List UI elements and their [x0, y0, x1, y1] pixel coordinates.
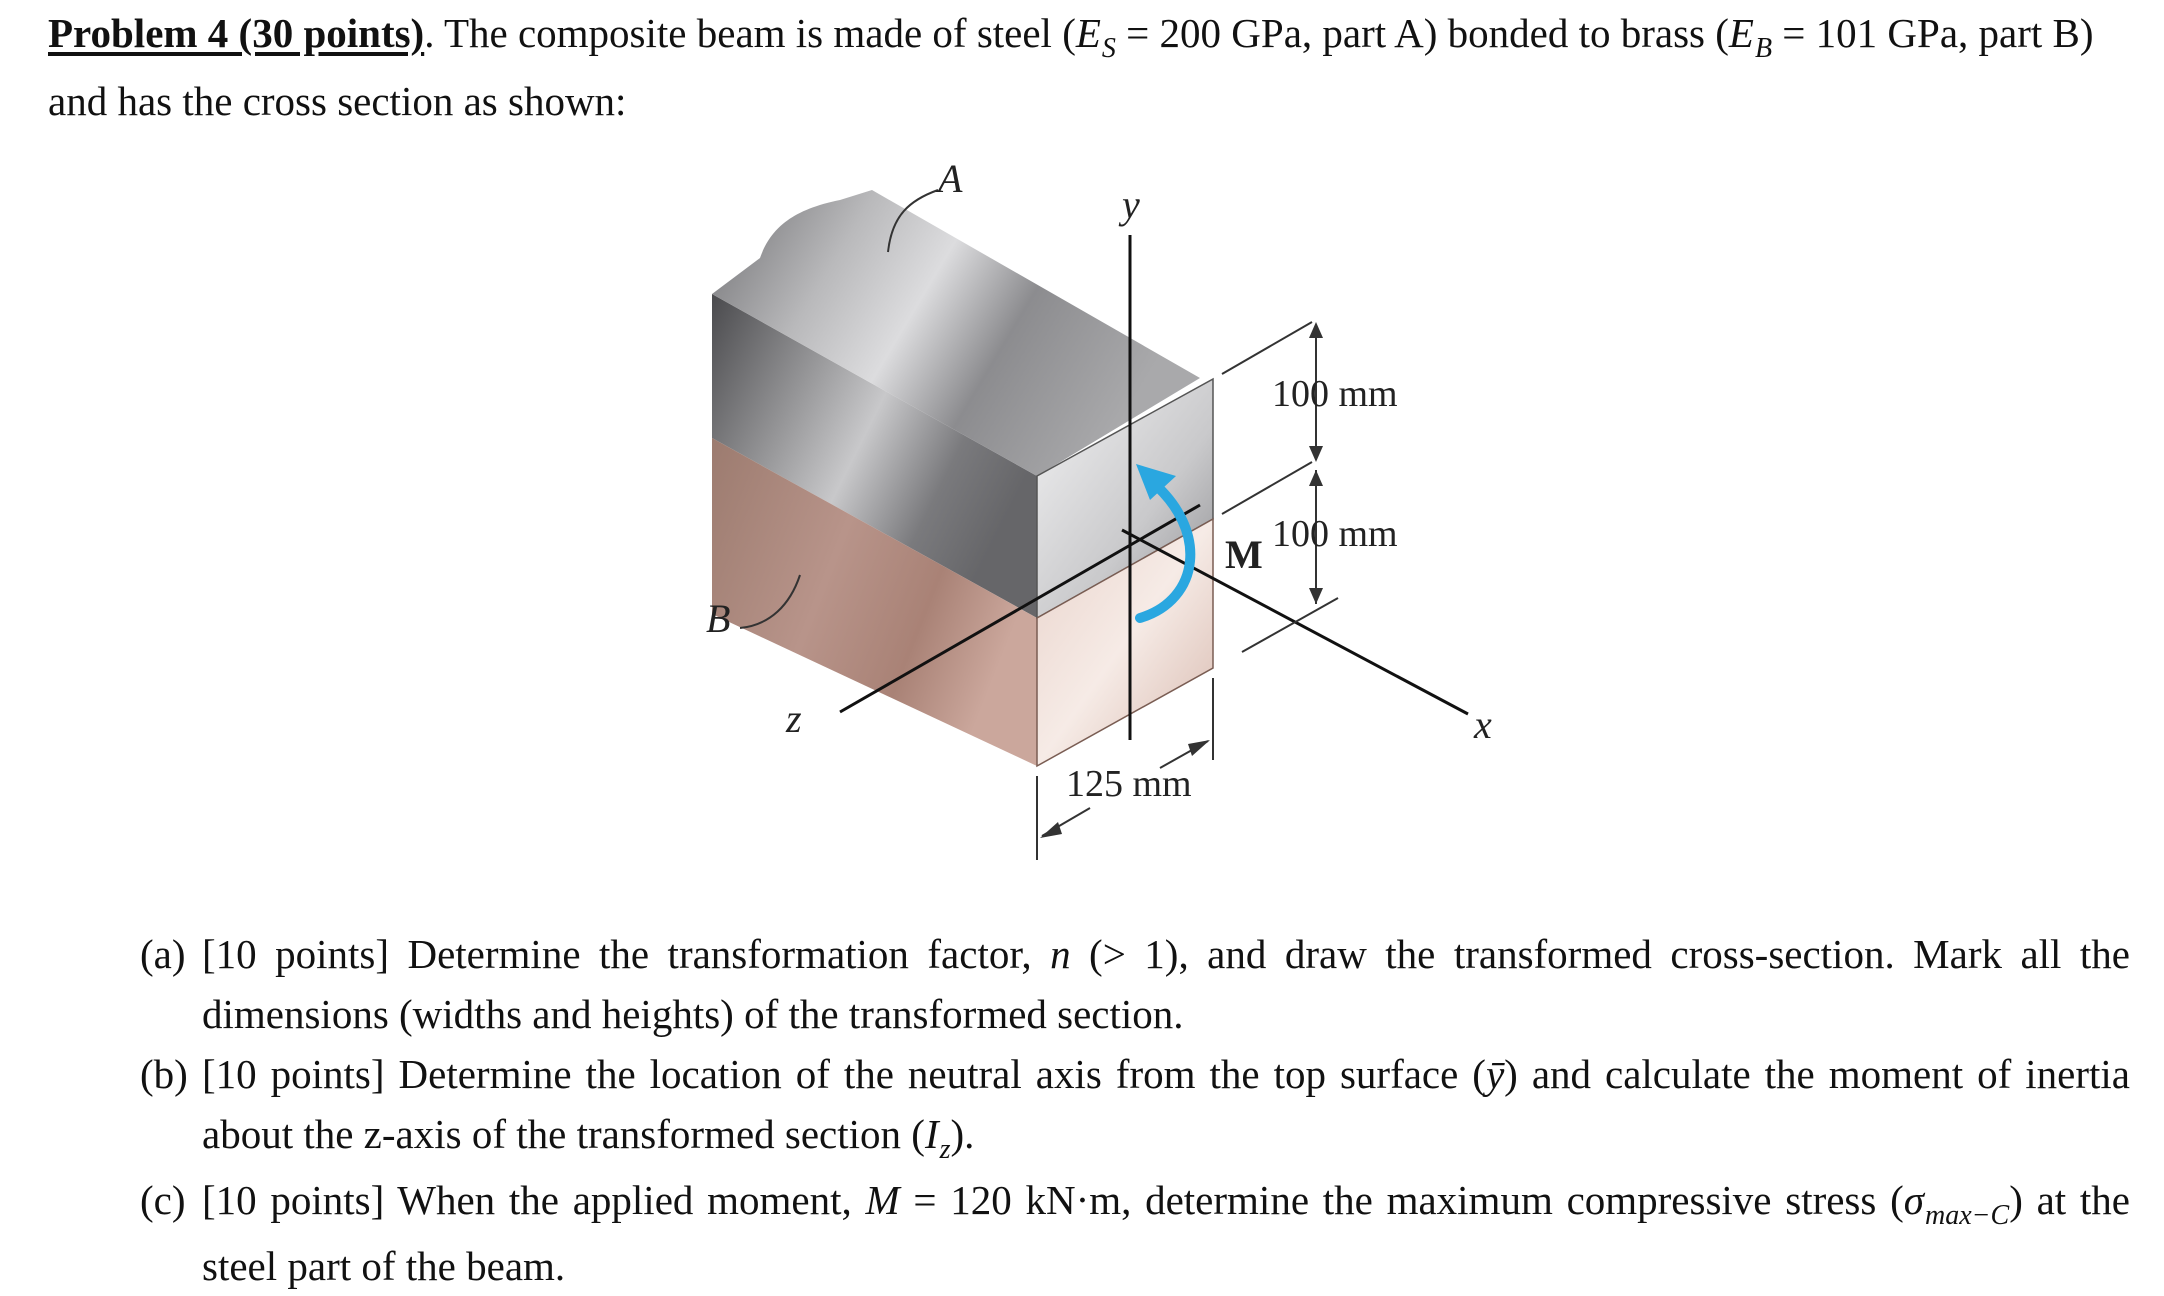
label-b: B	[706, 596, 730, 641]
problem-statement: Problem 4 (30 points). The composite bea…	[48, 2, 2128, 132]
dim-arrow-4	[1309, 588, 1323, 604]
dim-arrow-2	[1309, 446, 1323, 462]
label-dim-width: 125 mm	[1066, 763, 1192, 805]
part-b-text-1: [10 points] Determine the location of th…	[202, 1051, 1486, 1097]
part-b-text-2: ) and calculate the moment of inertia ab…	[202, 1051, 2130, 1157]
dim-extension-bottom	[1241, 597, 1339, 653]
part-c-tag: (c)	[140, 1177, 186, 1223]
part-b-var2: I	[924, 1111, 939, 1157]
steel-top-face	[712, 190, 1200, 476]
part-c-text-2: = 120 kN·m, determine the maximum compre…	[899, 1177, 1904, 1223]
label-dim-top: 100 mm	[1272, 373, 1398, 415]
part-a-text-2: (> 1), and draw the transformed cross-se…	[202, 931, 2130, 1037]
moment-arrowhead-icon	[1136, 464, 1176, 500]
composite-beam-figure: A B y z x M 100 mm 100 mm 125 mm	[706, 156, 1492, 860]
part-c-var2: σ	[1903, 1177, 1924, 1223]
part-c-var: M	[865, 1177, 900, 1223]
label-axis-z: z	[785, 696, 802, 741]
label-axis-x: x	[1473, 702, 1492, 747]
part-c: (c)[10 points] When the applied moment, …	[140, 1170, 2130, 1296]
leader-b	[739, 574, 801, 629]
part-b-var2-sub: z	[939, 1134, 951, 1165]
part-a-var: n	[1050, 931, 1071, 977]
dim-extension-top	[1221, 321, 1313, 375]
label-a: A	[935, 156, 963, 201]
question-parts: (a) [10 points] Determine the transformat…	[140, 924, 2130, 1296]
moment-arrow-icon	[1135, 475, 1196, 623]
steel-side-face	[712, 294, 1037, 618]
part-c-text-3: ) at the steel part of the beam.	[202, 1177, 2130, 1289]
leader-a	[887, 189, 939, 253]
dim-arrow-6	[1188, 740, 1210, 756]
problem-intro: . The composite beam is made of steel (	[424, 10, 1076, 56]
eb-subscript: B	[1754, 33, 1773, 64]
part-b-text-3: ).	[950, 1111, 975, 1157]
dim-extension-mid	[1221, 461, 1313, 515]
eb-symbol: E	[1728, 10, 1754, 56]
part-b: (b) [10 points] Determine the location of…	[140, 1044, 2130, 1170]
brass-side-face	[712, 438, 1037, 766]
part-a-text-1: [10 points] Determine the transformation…	[202, 931, 1051, 977]
label-moment: M	[1225, 532, 1263, 577]
dim-arrow-3	[1309, 470, 1323, 486]
part-a-tag: (a)	[140, 931, 186, 977]
es-value: = 200 GPa, part A) bonded to brass (	[1115, 10, 1729, 56]
eb-value: = 101 GPa, part B) and has the cross sec…	[48, 10, 2094, 124]
part-b-var: ȳ	[1485, 1051, 1505, 1097]
part-b-tag: (b)	[140, 1051, 188, 1097]
part-c-text-1: [10 points] When the applied moment,	[202, 1177, 866, 1223]
label-dim-bottom: 100 mm	[1272, 513, 1398, 555]
es-subscript: S	[1101, 33, 1116, 64]
part-c-var2-sub: max−C	[1924, 1200, 2010, 1231]
problem-title: Problem 4 (30 points)	[48, 10, 425, 56]
brass-cross-section	[1036, 517, 1214, 768]
dim-arrow-1	[1309, 322, 1323, 338]
part-a: (a) [10 points] Determine the transformat…	[140, 924, 2130, 1044]
label-axis-y: y	[1118, 182, 1140, 227]
dim-arrow-5	[1040, 822, 1062, 838]
es-symbol: E	[1075, 10, 1101, 56]
